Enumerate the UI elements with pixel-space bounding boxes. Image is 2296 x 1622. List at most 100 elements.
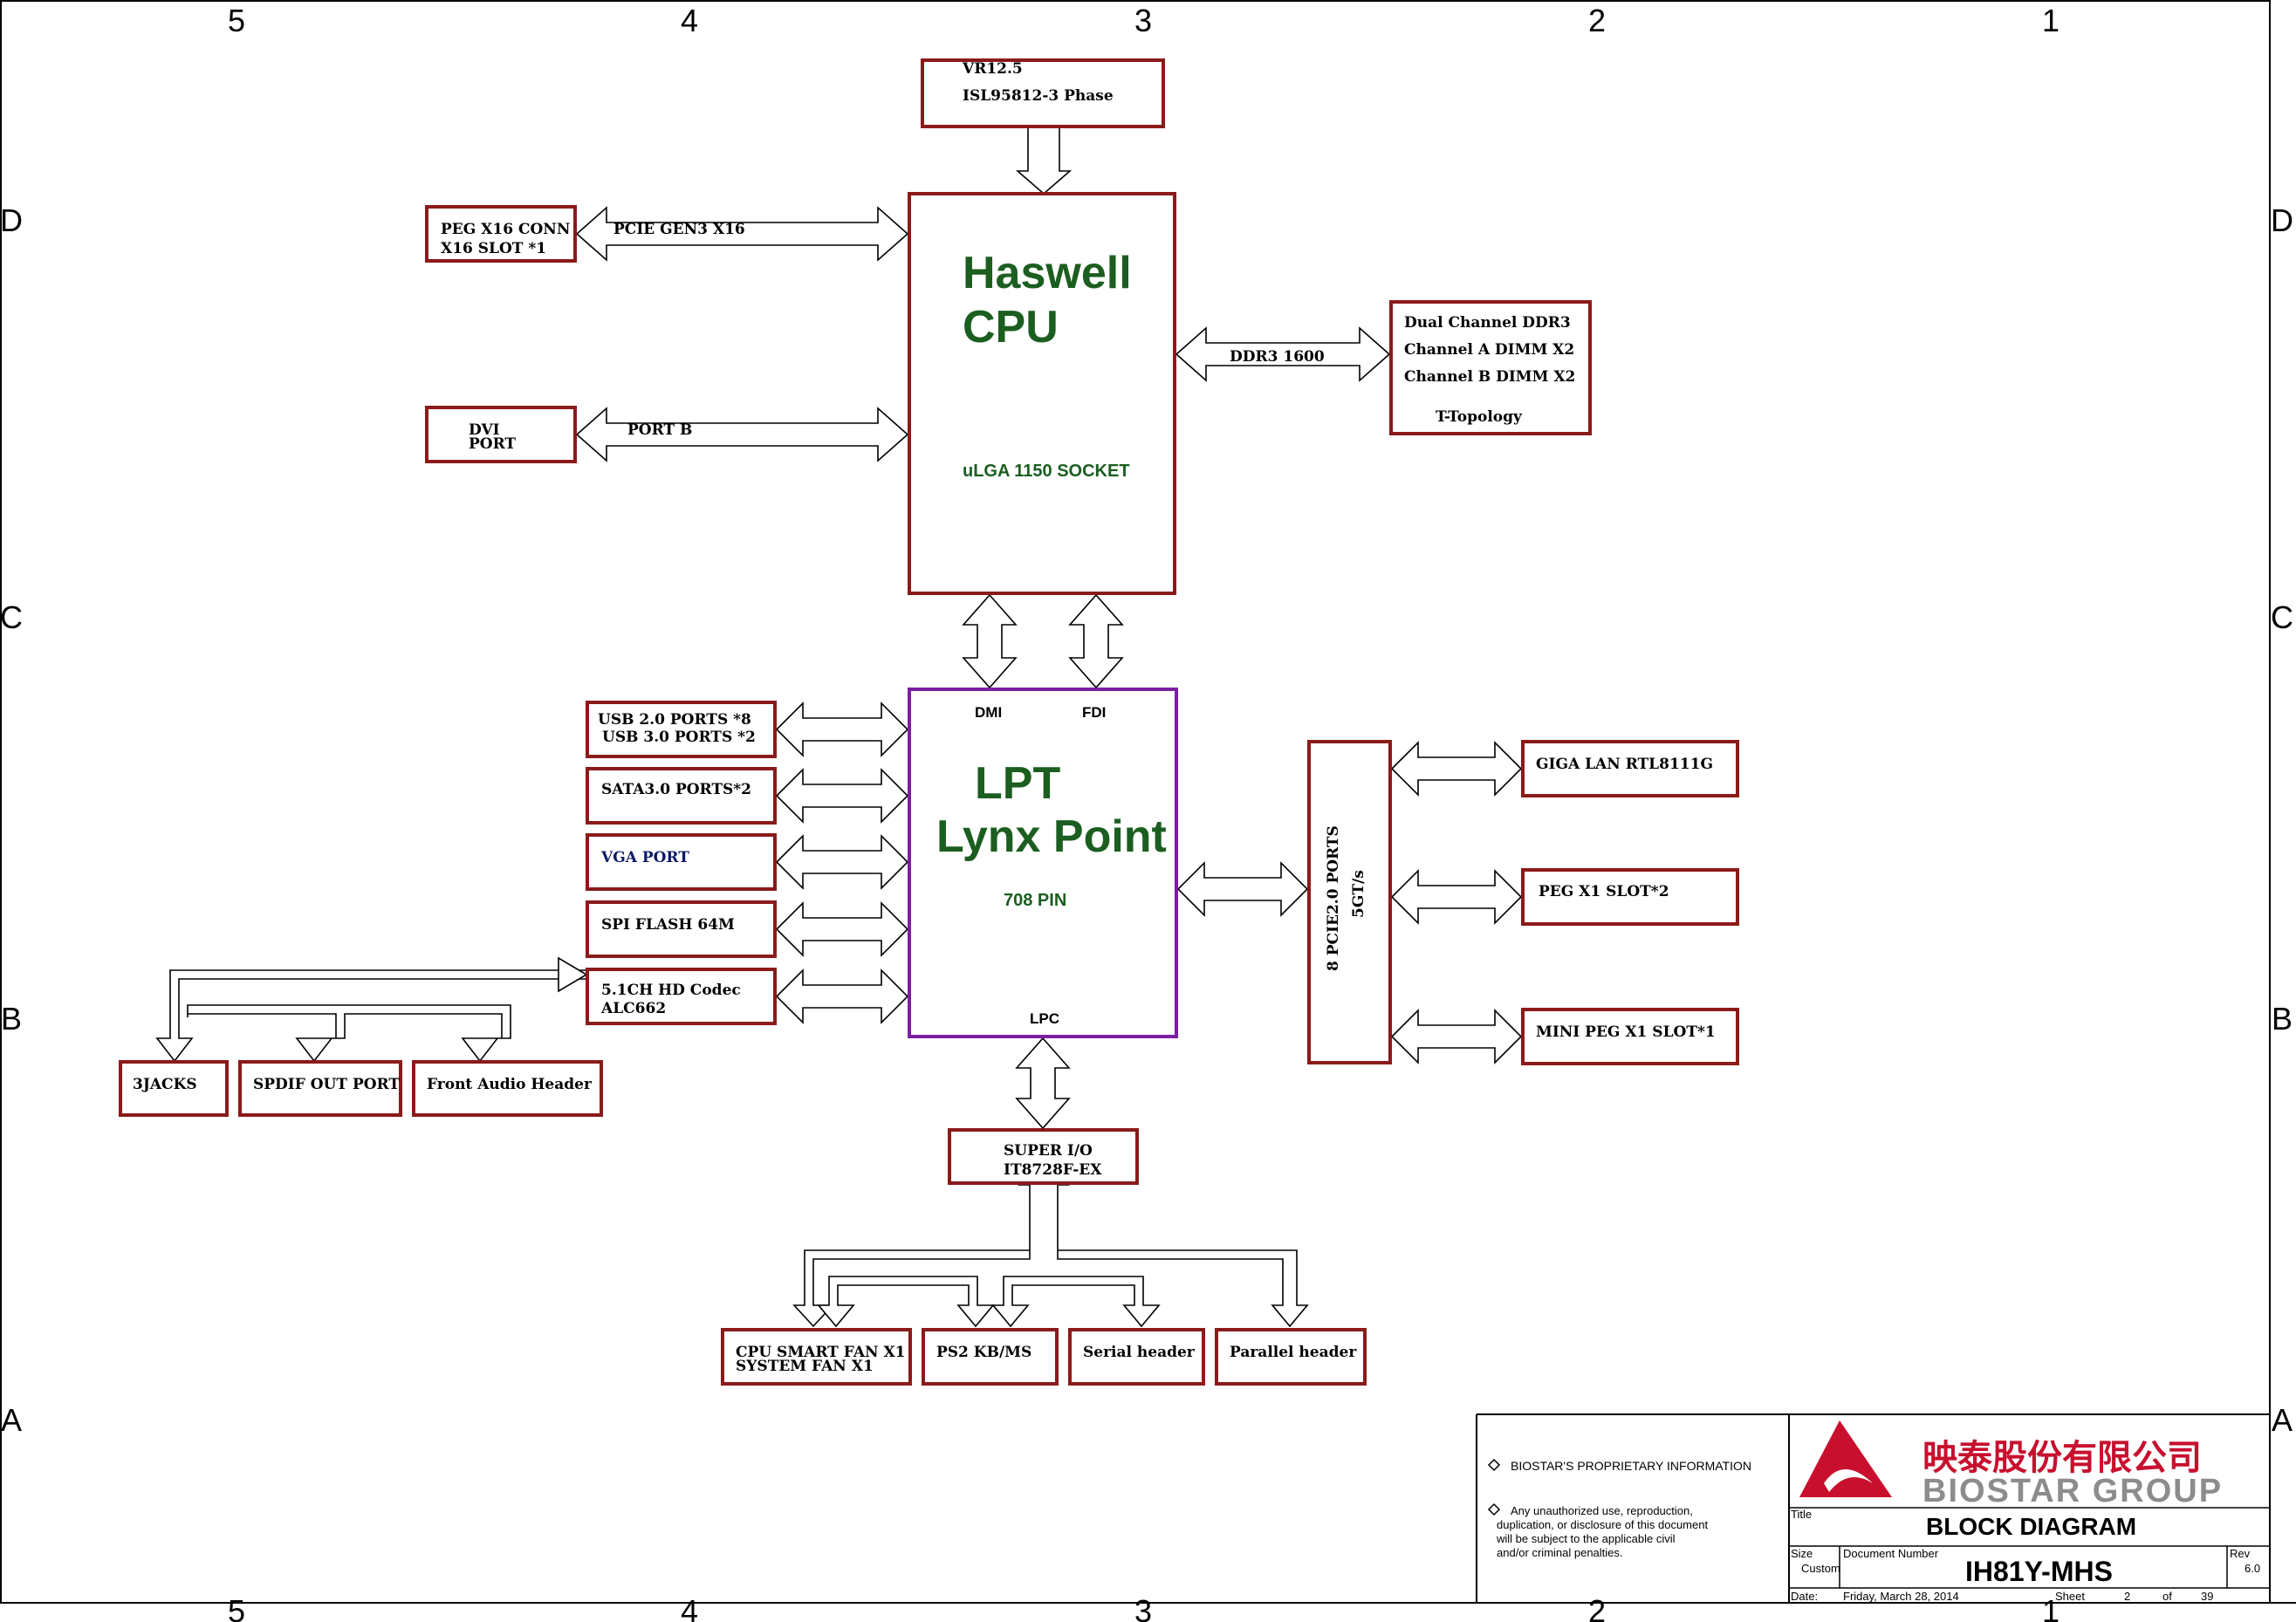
grid-row-label-right: B	[2272, 1001, 2293, 1037]
grid-col-label-bottom: 1	[2042, 1593, 2060, 1622]
ddr-channel-a: Channel A DIMM X2	[1404, 341, 1574, 359]
notice-diamond-icon-2	[1487, 1502, 1501, 1516]
company-name-cn: 映泰股份有限公司	[1922, 1439, 2202, 1477]
grid-row-label-left: C	[0, 599, 23, 635]
parallel-block: Parallel header	[1215, 1328, 1367, 1386]
spdif-block: SPDIF OUT PORT	[238, 1060, 402, 1117]
dvi-cpu-link-arrow	[575, 407, 909, 462]
disclaimer-line-2: duplication, or disclosure of this docum…	[1497, 1518, 1708, 1531]
grid-col-label-top: 2	[1588, 3, 1606, 38]
jacks-label: 3JACKS	[133, 1076, 197, 1093]
lpc-link-arrow	[1015, 1037, 1071, 1130]
minipeg-block: MINI PEG X1 SLOT*1	[1521, 1008, 1739, 1065]
audio-branch-arrow	[187, 1004, 511, 1063]
usb2-label: USB 2.0 PORTS *8	[598, 711, 751, 729]
dvi-port-label: PORT	[469, 435, 516, 453]
ddr-label: Dual Channel DDR3	[1404, 314, 1571, 332]
grid-col-label-top: 3	[1134, 3, 1152, 38]
lan-label: GIGA LAN RTL8111G	[1536, 756, 1713, 773]
pcie-pegx1-link-arrow	[1390, 869, 1523, 925]
codec-pch-link-arrow	[775, 968, 909, 1024]
peg16-label: PEG X16 CONN	[441, 221, 570, 238]
sio-block: SUPER I/O IT8728F-EX	[948, 1128, 1139, 1185]
sata-block: SATA3.0 PORTS*2	[586, 767, 777, 825]
spdif-label: SPDIF OUT PORT	[253, 1076, 400, 1093]
title-block: BIOSTAR'S PROPRIETARY INFORMATION Any un…	[1476, 1413, 2269, 1603]
fdi-label: FDI	[1082, 704, 1106, 721]
cpu-title: Haswell	[963, 248, 1132, 298]
serial-label: Serial header	[1083, 1344, 1196, 1361]
cpu-block: Haswell CPU uLGA 1150 SOCKET	[908, 192, 1176, 595]
pegx1-label: PEG X1 SLOT*2	[1539, 883, 1669, 900]
grid-row-label-left: A	[1, 1402, 22, 1438]
pch-block: DMI FDI LPT Lynx Point 708 PIN LPC	[908, 688, 1178, 1038]
usb-block: USB 2.0 PORTS *8 USB 3.0 PORTS *2	[586, 701, 777, 758]
dmi-link-arrow	[962, 593, 1018, 689]
sata-pch-link-arrow	[775, 768, 909, 824]
disclaimer-line-1: Any unauthorized use, reproduction,	[1511, 1504, 1693, 1517]
peg16-block: PEG X16 CONN X16 SLOT *1	[425, 205, 577, 263]
codec-label: 5.1CH HD Codec	[601, 982, 741, 999]
spi-block: SPI FLASH 64M	[586, 900, 777, 958]
proprietary-notice: BIOSTAR'S PROPRIETARY INFORMATION	[1511, 1459, 1751, 1473]
jacks-block: 3JACKS	[119, 1060, 229, 1117]
front-audio-block: Front Audio Header	[412, 1060, 603, 1117]
document-number-label: Document Number	[1843, 1547, 1939, 1560]
sio-inner-tree-arrow	[817, 1276, 995, 1328]
pegx1-block: PEG X1 SLOT*2	[1521, 868, 1739, 926]
notice-diamond-icon	[1487, 1458, 1501, 1472]
usb3-label: USB 3.0 PORTS *2	[602, 729, 756, 746]
ps2-label: PS2 KB/MS	[936, 1344, 1031, 1361]
codec-audio-tree-arrow	[155, 969, 588, 1063]
biostar-logo: 映泰股份有限公司 BIOSTAR GROUP	[1799, 1420, 2221, 1509]
sio-part-label: IT8728F-EX	[1004, 1161, 1102, 1179]
sheet-value: 2	[2124, 1590, 2130, 1603]
sata-label: SATA3.0 PORTS*2	[601, 781, 751, 798]
ddr-block: Dual Channel DDR3 Channel A DIMM X2 Chan…	[1389, 300, 1592, 435]
sio-label: SUPER I/O	[1004, 1142, 1093, 1160]
pcie-gen3-link-label: PCIE GEN3 X16	[613, 221, 745, 238]
total-sheets-value: 39	[2201, 1590, 2213, 1603]
drawing-title: BLOCK DIAGRAM	[1926, 1513, 2136, 1540]
pcie-bar-block: 8 PCIE2.0 PORTS 5GT/s	[1307, 740, 1392, 1064]
sheet-field-label: Sheet	[2055, 1590, 2085, 1603]
rev-value: 6.0	[2245, 1562, 2260, 1575]
ps2-block: PS2 KB/MS	[922, 1328, 1059, 1386]
grid-row-label-left: B	[1, 1001, 22, 1037]
fdi-link-arrow	[1068, 593, 1124, 689]
grid-row-label-right: A	[2272, 1402, 2293, 1438]
vga-label: VGA PORT	[600, 849, 689, 866]
sio-periph-tree-arrow	[792, 1160, 1309, 1328]
minipeg-label: MINI PEG X1 SLOT*1	[1536, 1023, 1716, 1041]
dvi-block: DVI PORT	[425, 406, 577, 463]
title-field-label: Title	[1791, 1508, 1812, 1521]
lpc-label: LPC	[1030, 1010, 1059, 1027]
grid-col-label-top: 1	[2042, 3, 2060, 38]
vga-pch-link-arrow	[775, 834, 909, 890]
pch-subtitle: Lynx Point	[936, 811, 1167, 862]
ddr-topology: T-Topology	[1436, 408, 1523, 426]
dmi-label: DMI	[975, 704, 1002, 721]
grid-row-label-right: D	[2271, 202, 2293, 238]
codec-part-label: ALC662	[600, 1000, 666, 1017]
grid-row-label-right: C	[2271, 599, 2293, 635]
dvi-label: DVI	[469, 421, 500, 439]
grid-row-label-left: D	[0, 202, 23, 238]
spi-pch-link-arrow	[775, 901, 909, 957]
pcie-lan-link-arrow	[1390, 741, 1523, 797]
grid-col-label-bottom: 2	[1588, 1593, 1606, 1622]
vga-block: VGA PORT	[586, 833, 777, 891]
fan-block: CPU SMART FAN X1 SYSTEM FAN X1	[721, 1328, 912, 1386]
front-audio-label: Front Audio Header	[427, 1076, 593, 1093]
rev-field-label: Rev	[2230, 1547, 2251, 1560]
fan-system-label: SYSTEM FAN X1	[736, 1358, 874, 1375]
date-value: Friday, March 28, 2014	[1843, 1590, 1959, 1603]
pcie-bar-speed: 5GT/s	[1350, 870, 1367, 918]
ddr3-link-label: DDR3 1600	[1230, 348, 1325, 366]
cpu-socket-label: uLGA 1150 SOCKET	[963, 462, 1130, 481]
usb-pch-link-arrow	[775, 701, 909, 757]
grid-col-label-top: 5	[228, 3, 245, 38]
pcie-bar-label: 8 PCIE2.0 PORTS	[1325, 825, 1342, 971]
size-field-label: Size	[1791, 1547, 1813, 1560]
lan-block: GIGA LAN RTL8111G	[1521, 740, 1739, 797]
